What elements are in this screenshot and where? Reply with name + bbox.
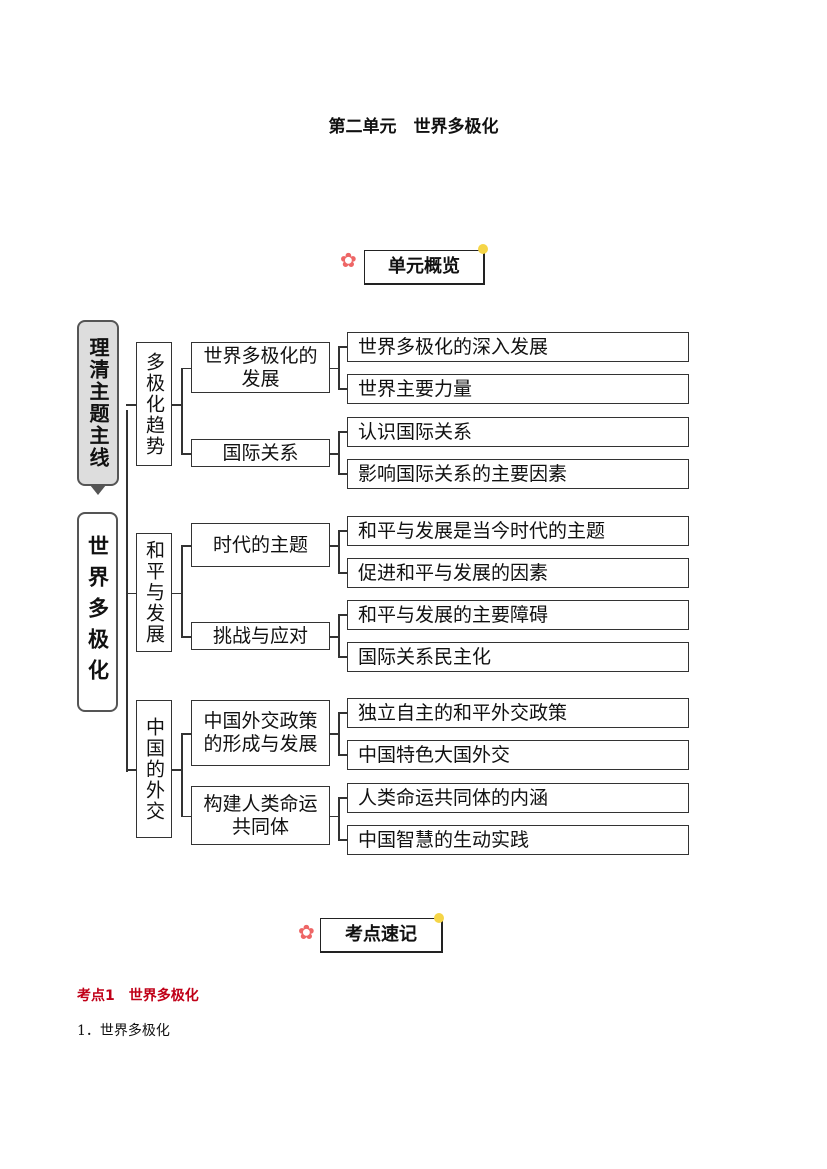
connector <box>330 453 338 455</box>
connector <box>181 367 191 369</box>
branch-box: 多极化趋势 <box>136 342 172 466</box>
connector <box>181 815 191 817</box>
dot-icon <box>434 913 444 923</box>
page-title: 第二单元 世界多极化 <box>328 117 499 137</box>
flower-icon: ✿ <box>298 920 315 944</box>
leaf-box: 国际关系民主化 <box>347 642 689 672</box>
connector <box>338 712 347 714</box>
connector <box>330 733 338 735</box>
sub-branch-box: 中国外交政策的形成与发展 <box>191 700 330 766</box>
keypoints-badge: 考点速记 <box>320 918 443 953</box>
connector <box>338 797 340 839</box>
connector <box>181 733 191 735</box>
theme-label-text: 理清主题主线 <box>86 337 110 469</box>
connector <box>181 367 183 453</box>
connector <box>126 410 128 772</box>
connector <box>338 614 340 656</box>
branch-label: 中国的外交 <box>143 716 165 822</box>
connector <box>330 367 338 369</box>
connector <box>181 545 183 636</box>
connector <box>181 733 183 816</box>
pointer-arrow-icon <box>90 485 106 495</box>
leaf-box: 世界多极化的深入发展 <box>347 332 689 362</box>
connector <box>338 839 347 841</box>
leaf-box: 影响国际关系的主要因素 <box>347 459 689 489</box>
connector <box>330 545 338 547</box>
leaf-box: 中国智慧的生动实践 <box>347 825 689 855</box>
dot-icon <box>478 244 488 254</box>
connector <box>338 530 347 532</box>
connector <box>181 545 191 547</box>
connector <box>126 769 136 771</box>
sub-branch-box: 世界多极化的发展 <box>191 342 330 393</box>
connector <box>172 769 181 771</box>
connector <box>181 636 191 638</box>
connector <box>172 592 181 594</box>
connector <box>338 346 340 388</box>
theme-label: 理清主题主线 <box>77 320 119 486</box>
connector <box>338 346 347 348</box>
connector <box>338 431 340 473</box>
connector <box>330 815 338 817</box>
leaf-box: 促进和平与发展的因素 <box>347 558 689 588</box>
connector <box>338 754 347 756</box>
section-heading: 考点1 世界多极化 <box>77 988 199 1004</box>
sub-branch-box: 时代的主题 <box>191 523 330 567</box>
list-item: 1．世界多极化 <box>77 1023 170 1039</box>
connector <box>338 530 340 572</box>
connector <box>338 473 347 475</box>
branch-label: 多极化趋势 <box>143 351 165 457</box>
connector <box>172 404 181 406</box>
leaf-box: 独立自主的和平外交政策 <box>347 698 689 728</box>
connector <box>338 572 347 574</box>
sub-branch-box: 国际关系 <box>191 439 330 467</box>
leaf-box: 认识国际关系 <box>347 417 689 447</box>
sub-branch-box: 挑战与应对 <box>191 622 330 650</box>
connector <box>338 614 347 616</box>
unit-label-text: 世界多极化 <box>85 534 110 690</box>
branch-box: 和平与发展 <box>136 533 172 652</box>
unit-label: 世界多极化 <box>77 512 118 712</box>
connector <box>126 592 136 594</box>
leaf-box: 和平与发展是当今时代的主题 <box>347 516 689 546</box>
connector <box>181 453 191 455</box>
leaf-box: 世界主要力量 <box>347 374 689 404</box>
connector <box>338 388 347 390</box>
leaf-box: 人类命运共同体的内涵 <box>347 783 689 813</box>
connector <box>126 404 136 406</box>
branch-label: 和平与发展 <box>143 540 165 645</box>
connector <box>338 656 347 658</box>
leaf-box: 中国特色大国外交 <box>347 740 689 770</box>
connector <box>338 431 347 433</box>
leaf-box: 和平与发展的主要障碍 <box>347 600 689 630</box>
connector <box>330 636 338 638</box>
overview-badge: 单元概览 <box>364 250 485 285</box>
connector <box>338 712 340 754</box>
sub-branch-box: 构建人类命运共同体 <box>191 786 330 845</box>
branch-box: 中国的外交 <box>136 700 172 838</box>
flower-icon: ✿ <box>340 248 357 272</box>
connector <box>338 797 347 799</box>
